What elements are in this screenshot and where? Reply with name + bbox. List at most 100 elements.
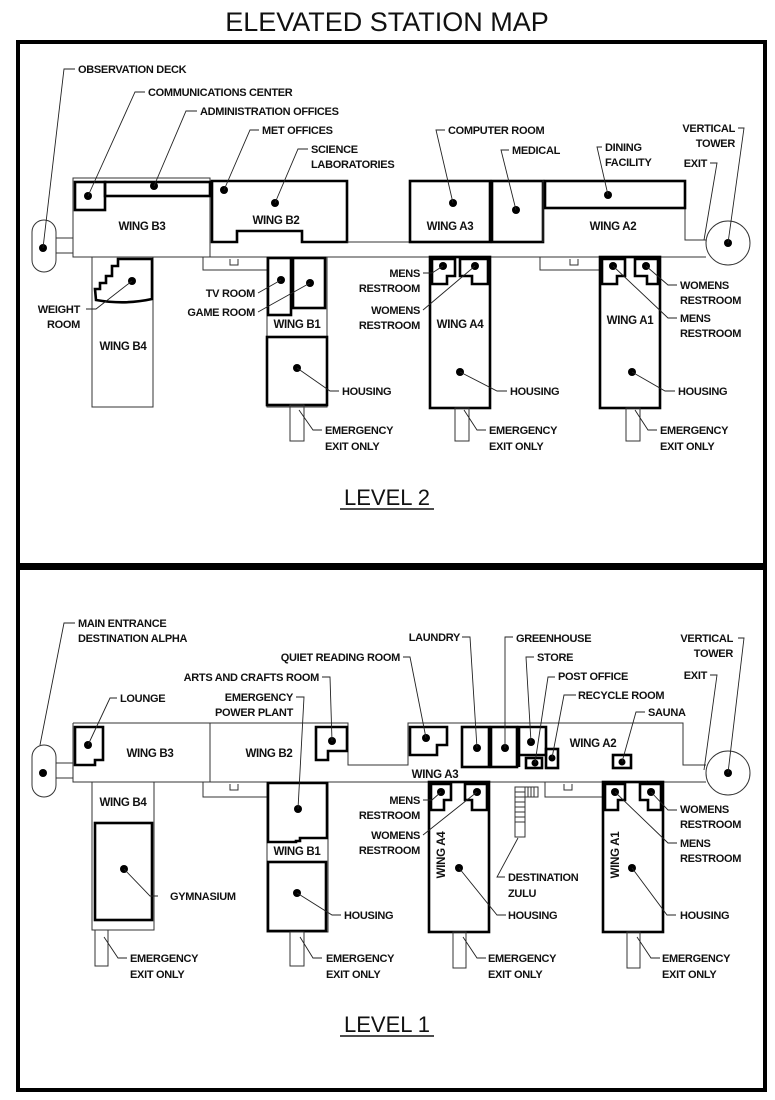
exit-stub-a4 bbox=[454, 407, 470, 442]
label-lounge: LOUNGE bbox=[120, 693, 165, 705]
label-housing-a1: HOUSING bbox=[680, 910, 729, 922]
dining-facility-room bbox=[543, 179, 687, 210]
wing-a1-label: WING A1 bbox=[610, 831, 622, 879]
wing-b4-label: WING B4 bbox=[99, 341, 147, 353]
restrooms-a4 bbox=[430, 257, 490, 286]
label-emergency-exit-a1: EXIT ONLY bbox=[660, 441, 715, 453]
post-office-room bbox=[524, 756, 544, 770]
greenhouse-room bbox=[489, 725, 519, 769]
exit-stub-a1 bbox=[626, 931, 641, 969]
label-mens-restroom-a1: RESTROOM bbox=[680, 328, 741, 340]
quiet-reading-room bbox=[408, 725, 449, 757]
lounge-room bbox=[73, 725, 105, 767]
level-2-floorplan bbox=[31, 177, 751, 442]
wing-b4-label: WING B4 bbox=[99, 797, 147, 809]
label-womens-restroom-a4: WOMENS bbox=[371, 305, 420, 317]
label-housing-b1: HOUSING bbox=[344, 910, 393, 922]
label-recycle-room: RECYCLE ROOM bbox=[578, 690, 664, 702]
label-arts-and-crafts-room: ARTS AND CRAFTS ROOM bbox=[184, 672, 319, 684]
corridor bbox=[210, 241, 706, 258]
label-housing-a4: HOUSING bbox=[508, 910, 557, 922]
wing-b2-label: WING B2 bbox=[252, 215, 299, 227]
level-1-panel: WING B3 WING B2 WING A3 WING A2 WING B4 … bbox=[16, 566, 767, 1092]
label-womens-restroom-a4: RESTROOM bbox=[359, 845, 420, 857]
wing-b1-label: WING B1 bbox=[273, 846, 321, 858]
label-weight-room: ROOM bbox=[47, 319, 80, 331]
label-mens-restroom-a4: MENS bbox=[389, 795, 420, 807]
label-emergency-exit-b1: EXIT ONLY bbox=[326, 969, 381, 981]
label-dining-facility: DINING bbox=[605, 142, 642, 154]
label-emergency-exit-b1: EXIT ONLY bbox=[325, 441, 380, 453]
label-emergency-exit-b1: EMERGENCY bbox=[326, 953, 395, 965]
level-2-panel: WING B3 WING B2 WING A3 WING A2 WING B4 … bbox=[16, 40, 767, 567]
label-vertical-tower: TOWER bbox=[696, 138, 736, 150]
label-science-laboratories: LABORATORIES bbox=[311, 159, 394, 171]
label-emergency-power-plant: POWER PLANT bbox=[215, 707, 294, 719]
pod-connector bbox=[55, 762, 74, 779]
emergency-power-plant-room bbox=[266, 781, 329, 844]
wing-a4-label: WING A4 bbox=[436, 831, 448, 879]
label-quiet-reading-room: QUIET READING ROOM bbox=[281, 652, 400, 664]
wing-b1-label: WING B1 bbox=[273, 319, 321, 331]
wing-b2-label: WING B2 bbox=[245, 748, 292, 760]
exit-stub-a1 bbox=[625, 407, 641, 442]
label-womens-restroom-a1: WOMENS bbox=[680, 280, 729, 292]
store-room bbox=[517, 725, 548, 767]
label-main-entrance: DESTINATION ALPHA bbox=[78, 633, 188, 645]
stairs-icon bbox=[515, 786, 539, 823]
weight-room bbox=[93, 257, 154, 304]
door-icon bbox=[229, 259, 579, 266]
label-womens-restroom-a4: RESTROOM bbox=[359, 320, 420, 332]
label-main-entrance: MAIN ENTRANCE bbox=[78, 618, 166, 630]
label-womens-restroom-a1: RESTROOM bbox=[680, 819, 741, 831]
label-vertical-tower: VERTICAL bbox=[682, 123, 735, 135]
leader-lines bbox=[42, 68, 745, 431]
label-administration-offices: ADMINISTRATION OFFICES bbox=[200, 106, 339, 118]
wing-a2-label: WING A2 bbox=[590, 221, 637, 233]
arts-and-crafts-room bbox=[314, 725, 349, 762]
label-dining-facility: FACILITY bbox=[605, 157, 652, 169]
gymnasium-room bbox=[93, 821, 154, 922]
label-communications-center: COMMUNICATIONS CENTER bbox=[148, 87, 293, 99]
housing-b1 bbox=[266, 860, 328, 933]
administration-offices-room bbox=[103, 180, 212, 198]
wing-b3-label: WING B3 bbox=[126, 748, 173, 760]
label-womens-restroom-a1: WOMENS bbox=[680, 804, 729, 816]
label-womens-restroom-a1: RESTROOM bbox=[680, 295, 741, 307]
label-vertical-tower: VERTICAL bbox=[680, 633, 733, 645]
door-icon bbox=[229, 784, 573, 791]
map-title: ELEVATED STATION MAP bbox=[225, 7, 549, 37]
label-mens-restroom-a4: MENS bbox=[389, 268, 420, 280]
label-destination-zulu: ZULU bbox=[508, 888, 536, 900]
wing-b3 bbox=[72, 177, 211, 258]
label-post-office: POST OFFICE bbox=[558, 671, 628, 683]
recycle-room bbox=[544, 747, 560, 770]
leader-lines bbox=[39, 622, 745, 959]
wing-b4 bbox=[91, 256, 154, 408]
wing-a3-label: WING A3 bbox=[427, 221, 474, 233]
label-emergency-exit-a1: EXIT ONLY bbox=[662, 969, 717, 981]
restrooms-a1 bbox=[603, 782, 663, 812]
label-mens-restroom-a1: MENS bbox=[680, 838, 711, 850]
wing-a1 bbox=[598, 255, 662, 410]
game-room bbox=[291, 256, 327, 310]
label-housing-a1: HOUSING bbox=[678, 386, 727, 398]
label-exit: EXIT bbox=[684, 670, 708, 682]
label-emergency-exit-a4: EXIT ONLY bbox=[488, 969, 543, 981]
wing-b2-labs bbox=[210, 179, 349, 244]
label-gymnasium: GYMNASIUM bbox=[170, 891, 236, 903]
restrooms-a1 bbox=[600, 257, 660, 286]
label-mens-restroom-a1: MENS bbox=[680, 313, 711, 325]
label-emergency-exit-b4: EXIT ONLY bbox=[130, 969, 185, 981]
label-emergency-exit-b1: EMERGENCY bbox=[325, 425, 394, 437]
label-store: STORE bbox=[537, 652, 573, 664]
level-1-frame bbox=[16, 566, 767, 1092]
label-computer-room: COMPUTER ROOM bbox=[448, 125, 544, 137]
label-sauna: SAUNA bbox=[648, 707, 686, 719]
computer-room bbox=[408, 179, 492, 244]
label-emergency-exit-a4: EMERGENCY bbox=[489, 425, 558, 437]
label-observation-deck: OBSERVATION DECK bbox=[78, 64, 187, 76]
level-2-heading: LEVEL 2 bbox=[344, 485, 430, 510]
label-emergency-exit-b4: EMERGENCY bbox=[130, 953, 199, 965]
